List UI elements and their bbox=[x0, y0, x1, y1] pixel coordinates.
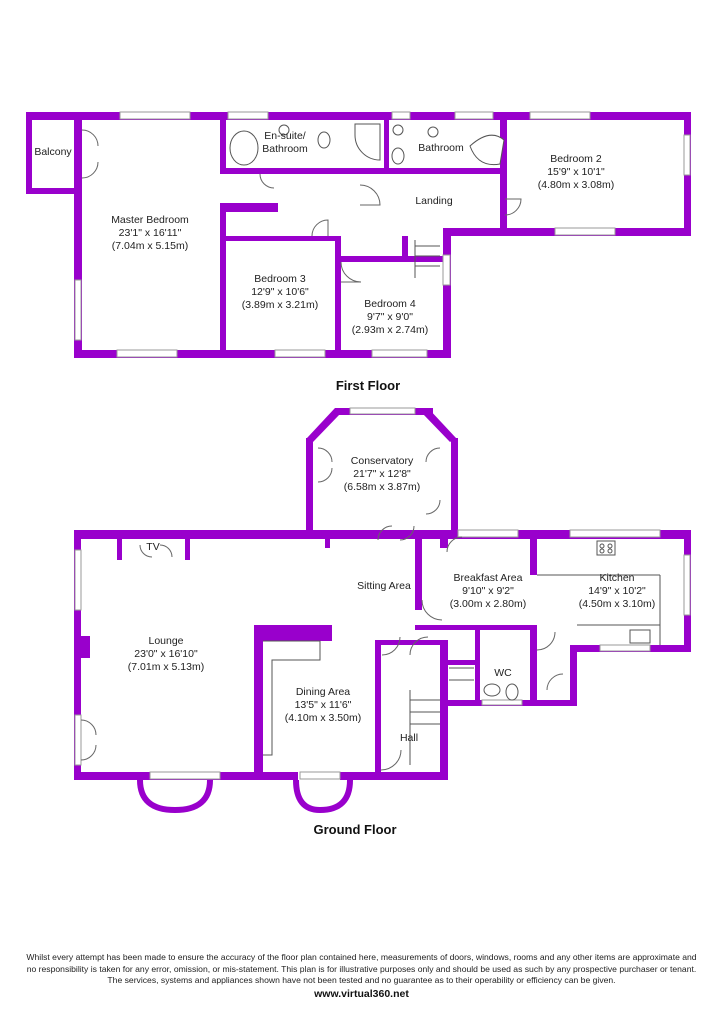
room-dimensions-metric: (4.50m x 3.10m) bbox=[578, 598, 656, 610]
room-name: Landing bbox=[415, 195, 453, 207]
ground-floor-windows bbox=[74, 407, 691, 780]
room-dimensions-imperial: 23'0" x 16'10" bbox=[134, 648, 198, 660]
ground-floor-bays bbox=[137, 779, 353, 814]
room-name: Bedroom 2 bbox=[550, 153, 602, 165]
room-dimensions-metric: (3.00m x 2.80m) bbox=[449, 598, 527, 610]
room-dimensions-metric: (3.89m x 3.21m) bbox=[241, 299, 319, 311]
room-name: En-suite/ bbox=[264, 130, 306, 142]
room-name: Master Bedroom bbox=[111, 214, 189, 226]
room-dimensions-imperial: 9'10" x 9'2" bbox=[462, 585, 514, 597]
room-name: TV bbox=[146, 541, 160, 553]
room-name-line2: Bathroom bbox=[262, 143, 308, 155]
room-dining-area: Dining Area 13'5" x 11'6" (4.10m x 3.50m… bbox=[285, 686, 361, 725]
room-name: Balcony bbox=[34, 146, 72, 158]
website-link[interactable]: www.virtual360.net bbox=[314, 988, 409, 1000]
first-floor-doors bbox=[81, 129, 522, 283]
room-dimensions-metric: (6.58m x 3.87m) bbox=[343, 481, 421, 493]
room-name: Dining Area bbox=[295, 686, 351, 698]
disclaimer-line-2: no responsibility is taken for any error… bbox=[26, 963, 697, 974]
ground-floor-fixtures bbox=[263, 540, 661, 765]
room-dimensions-imperial: 12'9" x 10'6" bbox=[251, 286, 309, 298]
first-floor-title: First Floor bbox=[335, 378, 401, 393]
room-dimensions-metric: (2.93m x 2.74m) bbox=[351, 324, 429, 336]
room-name: Bedroom 4 bbox=[364, 298, 416, 310]
room-dimensions-metric: (7.01m x 5.13m) bbox=[127, 661, 205, 673]
room-bedroom-3: Bedroom 3 12'9" x 10'6" (3.89m x 3.21m) bbox=[242, 273, 318, 312]
room-dimensions-imperial: 15'9" x 10'1" bbox=[547, 166, 605, 178]
room-name: WC bbox=[494, 667, 512, 679]
room-conservatory: Conservatory 21'7" x 12'8" (6.58m x 3.87… bbox=[344, 455, 420, 494]
room-name: Lounge bbox=[148, 635, 184, 647]
disclaimer-line-1: Whilst every attempt has been made to en… bbox=[26, 952, 697, 962]
room-ensuite: En-suite/ Bathroom bbox=[262, 130, 308, 156]
room-bathroom: Bathroom bbox=[418, 142, 464, 155]
first-floor-fixtures bbox=[229, 123, 505, 278]
room-bedroom-4: Bedroom 4 9'7" x 9'0" (2.93m x 2.74m) bbox=[352, 298, 428, 337]
room-lounge: Lounge 23'0" x 16'10" (7.01m x 5.13m) bbox=[128, 635, 204, 674]
ground-floor-doors bbox=[80, 447, 564, 771]
disclaimer-line-3: The services, systems and appliances sho… bbox=[107, 975, 616, 985]
room-balcony: Balcony bbox=[34, 146, 71, 159]
room-dimensions-imperial: 23'1" x 16'11" bbox=[118, 227, 182, 239]
room-name: Kitchen bbox=[599, 572, 635, 584]
room-dimensions-metric: (4.80m x 3.08m) bbox=[537, 179, 615, 191]
room-dimensions-imperial: 9'7" x 9'0" bbox=[367, 311, 413, 323]
room-bedroom-2: Bedroom 2 15'9" x 10'1" (4.80m x 3.08m) bbox=[538, 153, 614, 192]
room-hall: Hall bbox=[400, 732, 418, 745]
room-wc: WC bbox=[494, 667, 512, 680]
room-dimensions-metric: (7.04m x 5.15m) bbox=[111, 240, 189, 252]
disclaimer: Whilst every attempt has been made to en… bbox=[0, 952, 723, 987]
room-landing: Landing bbox=[415, 195, 452, 208]
room-breakfast-area: Breakfast Area 9'10" x 9'2" (3.00m x 2.8… bbox=[450, 572, 526, 611]
room-dimensions-imperial: 14'9" x 10'2" bbox=[588, 585, 646, 597]
ground-floor-title: Ground Floor bbox=[313, 822, 397, 837]
room-dimensions-imperial: 21'7" x 12'8" bbox=[353, 468, 411, 480]
room-master-bedroom: Master Bedroom 23'1" x 16'11" (7.04m x 5… bbox=[111, 214, 189, 253]
room-name: Hall bbox=[399, 732, 419, 744]
room-sitting-area: Sitting Area bbox=[357, 580, 411, 593]
room-dimensions-imperial: 13'5" x 11'6" bbox=[294, 699, 352, 711]
room-dimensions-metric: (4.10m x 3.50m) bbox=[284, 712, 362, 724]
room-tv: TV bbox=[146, 541, 159, 554]
room-name: Sitting Area bbox=[357, 580, 411, 592]
room-name: Conservatory bbox=[350, 455, 414, 467]
first-floor-windows bbox=[74, 111, 691, 358]
room-name: Bedroom 3 bbox=[254, 273, 306, 285]
room-name: Bathroom bbox=[418, 142, 464, 154]
room-name: Breakfast Area bbox=[453, 572, 523, 584]
room-kitchen: Kitchen 14'9" x 10'2" (4.50m x 3.10m) bbox=[579, 572, 655, 611]
